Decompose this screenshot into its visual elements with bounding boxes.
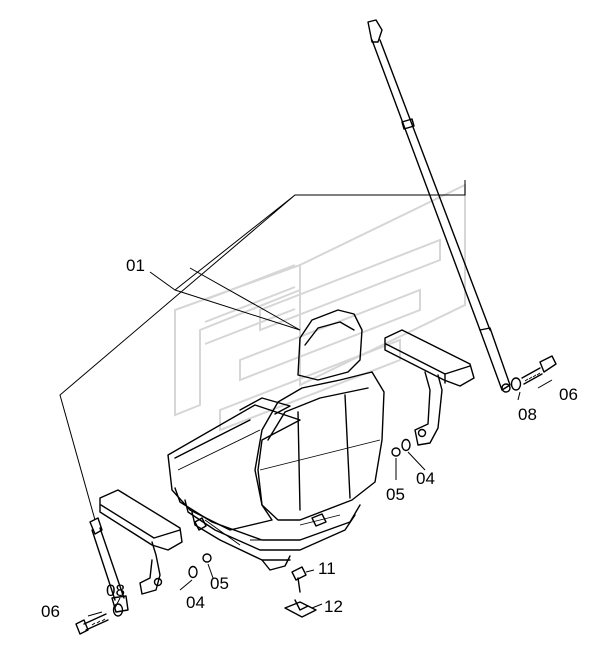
armrest-right bbox=[384, 329, 475, 446]
part-label-06-right: 06 bbox=[559, 385, 578, 404]
brand-chevron-logo-watermark bbox=[174, 183, 466, 432]
leader-lines bbox=[59, 180, 553, 617]
part-label-08-left: 08 bbox=[106, 581, 125, 600]
part-label-11: 11 bbox=[318, 559, 336, 578]
part-label-04-right: 04 bbox=[416, 469, 435, 488]
part-label-05-right: 05 bbox=[386, 485, 405, 504]
hardware-right bbox=[391, 355, 557, 457]
part-label-04-left: 04 bbox=[186, 593, 205, 612]
part-label-12: 12 bbox=[324, 597, 343, 616]
seat-belt-right bbox=[367, 19, 511, 391]
part-label-08-right: 08 bbox=[518, 405, 537, 424]
bolt-and-bracket bbox=[284, 566, 317, 618]
operator-seat bbox=[167, 309, 385, 571]
hardware-left bbox=[75, 553, 212, 635]
part-label-01: 01 bbox=[126, 256, 145, 275]
part-label-06-left: 06 bbox=[41, 602, 60, 621]
part-label-05-left: 05 bbox=[210, 574, 229, 593]
armrest-left bbox=[99, 489, 183, 595]
